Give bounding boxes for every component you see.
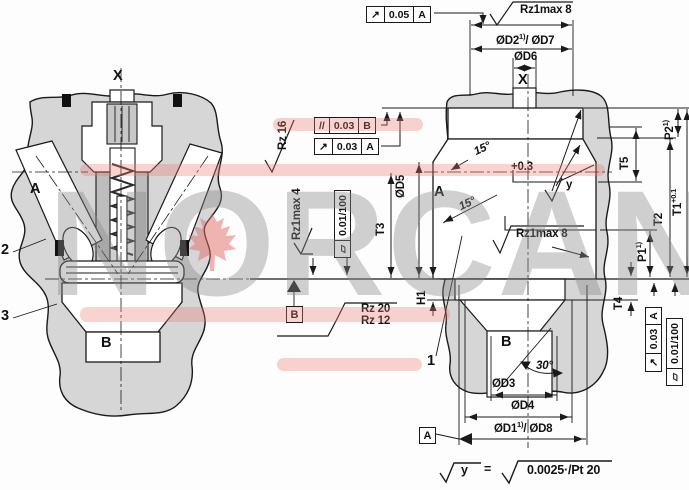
port-a-label-left: A xyxy=(30,181,41,197)
surface-rz1max4: Rz1max 4 xyxy=(291,188,303,240)
item-3-label: 3 xyxy=(1,308,9,324)
surface-finish-top: Rz1max 8 xyxy=(520,4,572,16)
extension-lines xyxy=(382,20,689,445)
tolerance-value: 0.01/100 xyxy=(667,319,682,369)
flatness-icon: ▱ xyxy=(336,244,349,253)
tolerance-value: 0.03 xyxy=(646,324,661,355)
formula-lhs: y xyxy=(461,463,468,477)
right-view-body xyxy=(432,87,613,398)
parallelism-tolerance-frame: // 0.03 B xyxy=(314,117,376,134)
dim-d6: ØD6 xyxy=(514,51,538,63)
dim-t3: T3 xyxy=(375,222,387,236)
dim-p1: P11) xyxy=(634,242,649,262)
dim-h1: H1 xyxy=(416,290,428,305)
dimension-lines xyxy=(309,1,689,443)
tolerance-value: 0.01/100 xyxy=(335,191,350,241)
tolerance-plus03: +0.3 xyxy=(511,161,533,173)
item-2-label: 2 xyxy=(1,242,9,258)
surface-rz1max8-mid: Rz1max 8 xyxy=(516,228,568,240)
surface-rz16: Rz 16 xyxy=(277,120,289,150)
leader-lines xyxy=(12,159,564,392)
surface-rz20: Rz 20 xyxy=(361,303,391,315)
surface-rz12: Rz 12 xyxy=(361,315,391,327)
surface-symbols xyxy=(264,109,612,485)
runout-icon: ↗ xyxy=(319,140,328,153)
runout-tolerance-frame-bottom: ↗ 0.03 A xyxy=(645,307,662,372)
dim-d4: ØD4 xyxy=(511,400,535,412)
datum-a-box: A xyxy=(419,427,436,444)
tolerance-value: 0.05 xyxy=(383,7,413,22)
datum-b-box: B xyxy=(286,306,303,323)
dim-t2: T2 xyxy=(653,212,665,226)
formula-rhs: 0.0025·/Pt 20 xyxy=(527,463,601,477)
parallelism-icon: // xyxy=(319,119,325,132)
port-b-label-right: B xyxy=(501,334,512,350)
section-x-label-right: X xyxy=(518,72,528,88)
dim-d5: ØD5 xyxy=(395,174,407,198)
flatness-icon: ▱ xyxy=(668,372,681,381)
dim-d3: ØD3 xyxy=(492,378,516,390)
datum-ref: A xyxy=(361,139,378,154)
datum-a-triangle xyxy=(459,433,472,445)
tolerance-value: 0.03 xyxy=(331,139,361,154)
dim-d2-d7: ØD21)/ ØD7 xyxy=(496,32,555,47)
datum-ref: B xyxy=(358,118,375,133)
flatness-tolerance-frame-bottom: ▱ 0.01/100 xyxy=(666,318,683,386)
dim-t4: T4 xyxy=(613,296,625,310)
runout-icon: ↗ xyxy=(647,358,660,367)
runout-icon: ↗ xyxy=(371,8,380,21)
section-x-label-left: X xyxy=(113,68,123,84)
dim-p2: P21) xyxy=(661,120,676,140)
dim-t1: T1+0.1 xyxy=(669,188,684,216)
dim-d1-d8: ØD11)/ ØD8 xyxy=(494,420,553,435)
item-1-label: 1 xyxy=(427,353,435,369)
runout-tolerance-frame-mid: ↗ 0.03 A xyxy=(314,138,379,155)
runout-tolerance-frame-top: ↗ 0.05 A xyxy=(366,6,431,23)
flatness-tolerance-frame-mid: ▱ 0.01/100 xyxy=(334,190,351,258)
datum-b-triangle xyxy=(287,280,301,292)
port-a-label-right: A xyxy=(434,184,445,200)
centerlines xyxy=(12,68,612,448)
datum-ref: A xyxy=(413,7,430,22)
datum-ref: A xyxy=(646,308,661,325)
surface-y-mark: y xyxy=(566,179,573,191)
angle-30: 30° xyxy=(536,360,553,372)
formula-equals: = xyxy=(484,462,492,476)
port-b-label-left: B xyxy=(101,335,112,351)
dim-t5: T5 xyxy=(619,156,631,170)
tolerance-value: 0.03 xyxy=(328,118,358,133)
left-view-body xyxy=(10,89,223,417)
